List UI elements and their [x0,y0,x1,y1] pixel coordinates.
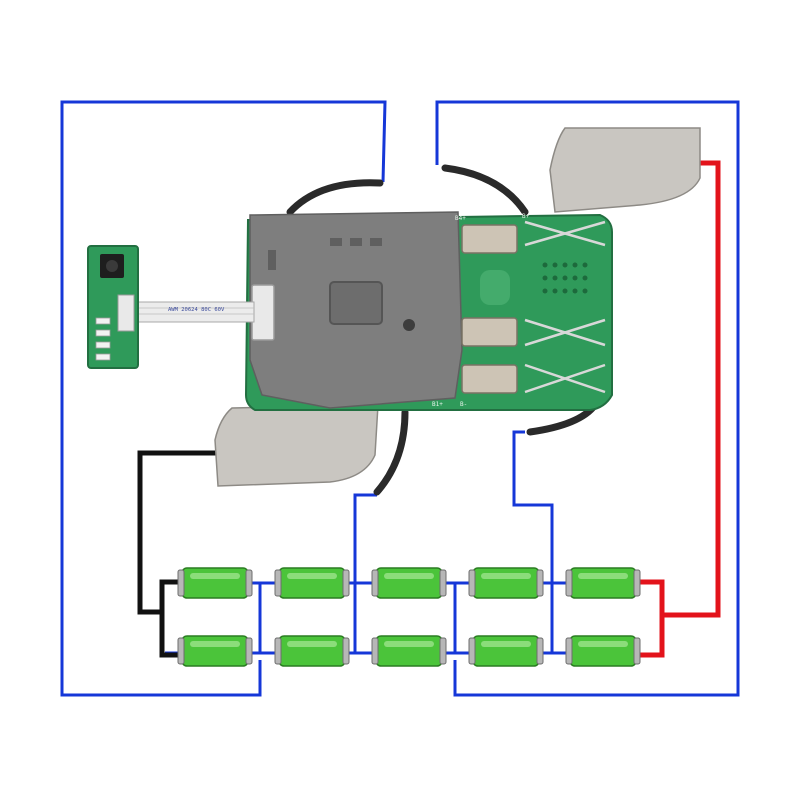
pad-label-2: B+ [522,213,530,220]
nickel-strip-top [549,127,701,213]
potting-pad [330,238,342,246]
battery-cell [565,635,641,667]
battery-cell [177,635,253,667]
potting-pad [370,238,382,246]
lead-bottom-center [373,408,409,496]
lead-top-right [441,164,529,216]
ribbon-cable-text: AWM 20624 80C 60V [168,307,225,313]
black-wire [137,450,232,658]
cell-end-cap [177,569,185,597]
lead-top-left [286,179,384,216]
cell-end-cap [439,637,447,665]
nickel-strip-bottom [214,404,379,487]
nickel-strips [214,127,701,487]
led-button-cap [106,260,118,272]
terminal-block-3 [461,364,518,394]
cell-highlight [481,641,531,647]
cell-highlight [384,641,434,647]
potting-pad [350,238,362,246]
cell-highlight [481,573,531,579]
spring-contacts [524,220,606,394]
wire-mid-left [353,493,377,640]
cell-end-cap [177,637,185,665]
led-4 [95,353,111,361]
battery-cell [274,567,350,599]
pad-label-1: B4+ [455,215,466,222]
board-leads [286,164,599,496]
red-wire [638,160,721,658]
battery-cell [371,567,447,599]
led-connector [117,294,135,332]
ribbon-cable: AWM 20624 80C 60V [129,301,255,323]
cell-body [569,567,637,599]
cell-end-cap [245,637,253,665]
terminal-block-2 [461,317,518,347]
wire-negative [137,450,232,615]
cell-end-cap [633,637,641,665]
cell-end-cap [342,569,350,597]
battery-cell [177,567,253,599]
wire-negative-bridge [159,579,182,658]
cell-highlight [287,573,337,579]
pad-label-3: B- [460,401,467,408]
pad-label-4: B1+ [432,401,443,408]
potting-pad [268,250,276,270]
battery-cell [468,635,544,667]
cell-end-cap [274,637,282,665]
wire-mid-right [512,430,554,650]
cell-body [375,567,443,599]
via-grid [542,262,588,294]
cell-body [181,567,249,599]
cell-end-cap [565,637,573,665]
cell-end-cap [274,569,282,597]
wire-positive-bridge [638,579,665,658]
cell-end-cap [565,569,573,597]
potting-via [403,319,415,331]
cell-body [472,635,540,667]
cell-end-cap [468,569,476,597]
cell-end-cap [342,637,350,665]
battery-cell [371,635,447,667]
cell-body [181,635,249,667]
board-hole [480,270,510,305]
main-pcb: B4+ B+ B- B1+ [244,211,613,411]
cell-end-cap [536,569,544,597]
battery-cell [468,567,544,599]
cell-body [278,635,346,667]
cell-highlight [190,573,240,579]
cell-body [472,567,540,599]
battery-cell [274,635,350,667]
cell-end-cap [439,569,447,597]
cell-body [278,567,346,599]
terminal-block-1 [461,224,518,254]
cell-end-cap [468,637,476,665]
led-1 [95,317,111,325]
board-connector [251,284,275,341]
battery-cell [565,567,641,599]
cell-end-cap [371,637,379,665]
wire-positive [662,160,721,618]
cell-end-cap [536,637,544,665]
led-3 [95,341,111,349]
cell-body [569,635,637,667]
cell-highlight [190,641,240,647]
led-2 [95,329,111,337]
cell-highlight [578,641,628,647]
cell-end-cap [245,569,253,597]
cell-highlight [578,573,628,579]
cell-highlight [287,641,337,647]
battery-cells [177,567,641,667]
cell-body [375,635,443,667]
cell-highlight [384,573,434,579]
cell-end-cap [633,569,641,597]
potting-chip [329,281,383,325]
wire-left-loop [60,100,387,697]
cell-end-cap [371,569,379,597]
led-indicator-board [87,245,139,369]
wire-right-loop [435,100,740,697]
